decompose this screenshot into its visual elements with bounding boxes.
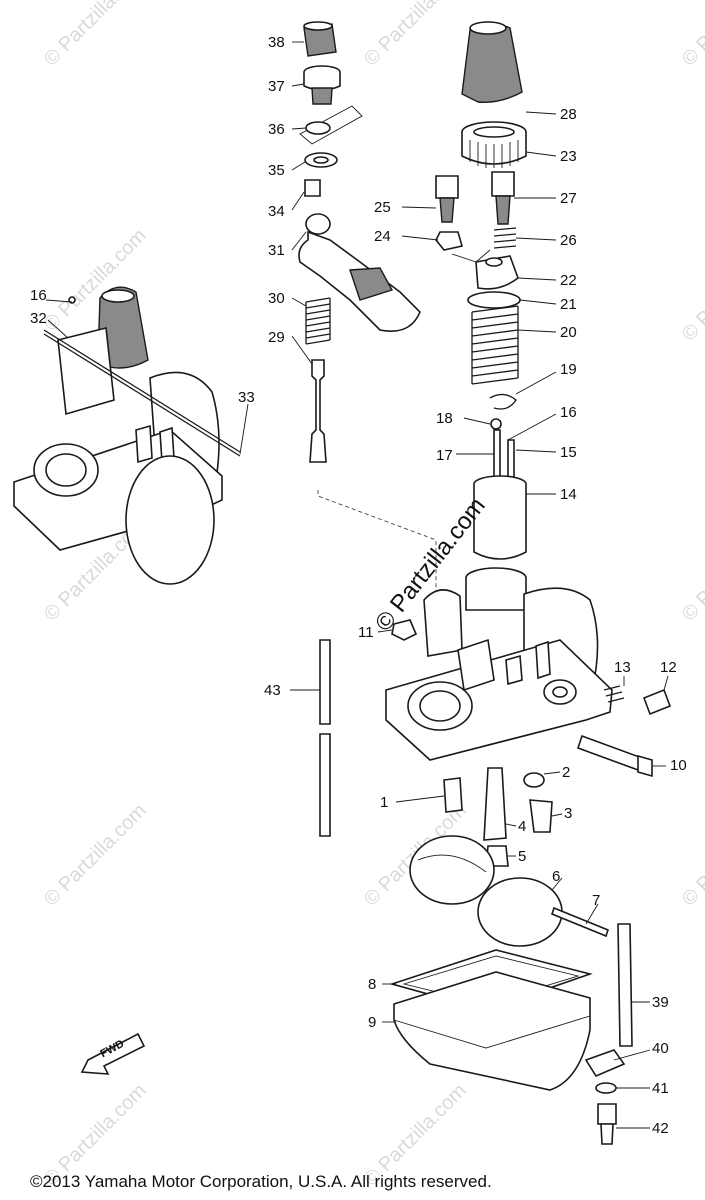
callout-42: 42	[652, 1120, 669, 1137]
bolt-10	[576, 734, 653, 778]
rod-39	[617, 923, 633, 1047]
callout-10: 10	[670, 757, 687, 774]
callout-36: 36	[268, 121, 285, 138]
callout-17: 17	[436, 447, 453, 464]
callout-35: 35	[268, 162, 285, 179]
callout-31: 31	[268, 242, 285, 259]
clip-19	[489, 393, 517, 410]
leader-lines	[45, 41, 669, 1129]
pin-7	[551, 906, 609, 938]
part-18	[490, 418, 502, 430]
carburetor-body	[385, 567, 613, 761]
cap-38	[303, 21, 337, 57]
callout-37: 37	[268, 78, 285, 95]
spring-26	[493, 227, 517, 249]
callout-5: 5	[518, 848, 527, 865]
callout-22: 22	[560, 272, 577, 289]
callout-18: 18	[436, 410, 453, 427]
nut-11	[391, 619, 418, 641]
callout-33: 33	[238, 389, 255, 406]
ring-21	[467, 291, 521, 309]
callout-3: 3	[564, 805, 573, 822]
nut-24	[435, 231, 464, 251]
callout-14: 14	[560, 486, 577, 503]
callout-41: 41	[652, 1080, 669, 1097]
screw-42	[597, 1103, 617, 1145]
callout-40: 40	[652, 1040, 669, 1057]
callout-4: 4	[518, 818, 527, 835]
cap-22	[475, 255, 519, 290]
assembled-carburetor	[13, 286, 241, 585]
callout-8: 8	[368, 976, 377, 993]
callout-27: 27	[560, 190, 577, 207]
callout-9: 9	[368, 1014, 377, 1031]
callout-43: 43	[264, 682, 281, 699]
callout-28: 28	[560, 106, 577, 123]
callout-30: 30	[268, 290, 285, 307]
jet-3	[529, 799, 553, 833]
callout-15: 15	[560, 444, 577, 461]
callout-19: 19	[560, 361, 577, 378]
callout-6: 6	[552, 868, 561, 885]
nut-23	[461, 121, 527, 168]
fwd-arrow-icon	[80, 1032, 146, 1075]
screw-27	[491, 171, 515, 225]
callout-25: 25	[374, 199, 391, 216]
callout-16: 16	[560, 404, 577, 421]
float-bowl-9	[393, 971, 591, 1091]
spring-30	[305, 297, 331, 345]
boot-28	[461, 21, 523, 103]
copyright-notice: ©2013 Yamaha Motor Corporation, U.S.A. A…	[30, 1172, 492, 1191]
jet-1	[443, 777, 463, 813]
callout-34: 34	[268, 203, 285, 220]
part-2	[523, 772, 545, 788]
callout-38: 38	[268, 34, 285, 51]
washer-36	[299, 105, 363, 145]
callout-21: 21	[560, 296, 577, 313]
screw-12	[642, 688, 672, 716]
plug-37	[303, 65, 341, 105]
callout-11: 11	[358, 624, 374, 641]
callout-1: 1	[380, 794, 389, 811]
slide-14	[473, 475, 527, 560]
callout-29: 29	[268, 329, 285, 346]
washer-35	[304, 152, 338, 168]
callout-32: 32	[30, 310, 47, 327]
callout-13: 13	[614, 659, 631, 676]
needle-jet-4	[483, 767, 507, 841]
callout-20: 20	[560, 324, 577, 341]
callout-39: 39	[652, 994, 669, 1011]
callout-26: 26	[560, 232, 577, 249]
float-6	[409, 835, 563, 947]
bolt-25	[435, 175, 459, 223]
rod-29	[309, 359, 327, 463]
rod-43	[319, 639, 331, 837]
washer-41	[595, 1082, 617, 1094]
callout-16-left: 16	[30, 287, 47, 304]
callout-7: 7	[592, 892, 601, 909]
plate-40	[584, 1049, 626, 1078]
callout-23: 23	[560, 148, 577, 165]
spring-13	[603, 685, 625, 703]
callout-12: 12	[660, 659, 677, 676]
screw-34	[304, 179, 321, 197]
lever-31	[298, 213, 421, 332]
callout-2: 2	[562, 764, 571, 781]
spring-20	[471, 305, 519, 385]
callout-24: 24	[374, 228, 391, 245]
